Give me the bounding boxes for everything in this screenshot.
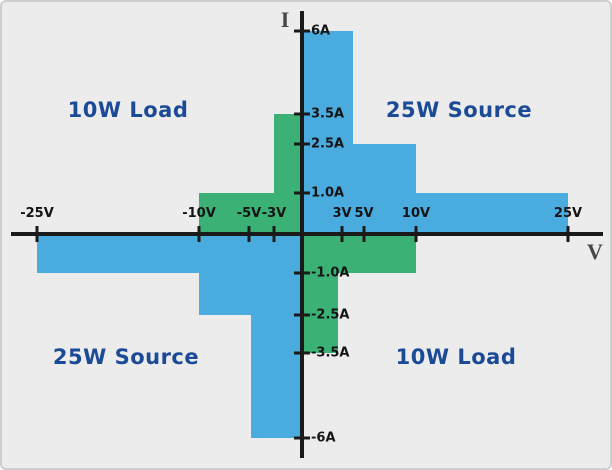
load-region: [302, 234, 416, 353]
source-region: [37, 234, 302, 438]
source-region: [302, 31, 568, 234]
load-region: [199, 114, 302, 234]
